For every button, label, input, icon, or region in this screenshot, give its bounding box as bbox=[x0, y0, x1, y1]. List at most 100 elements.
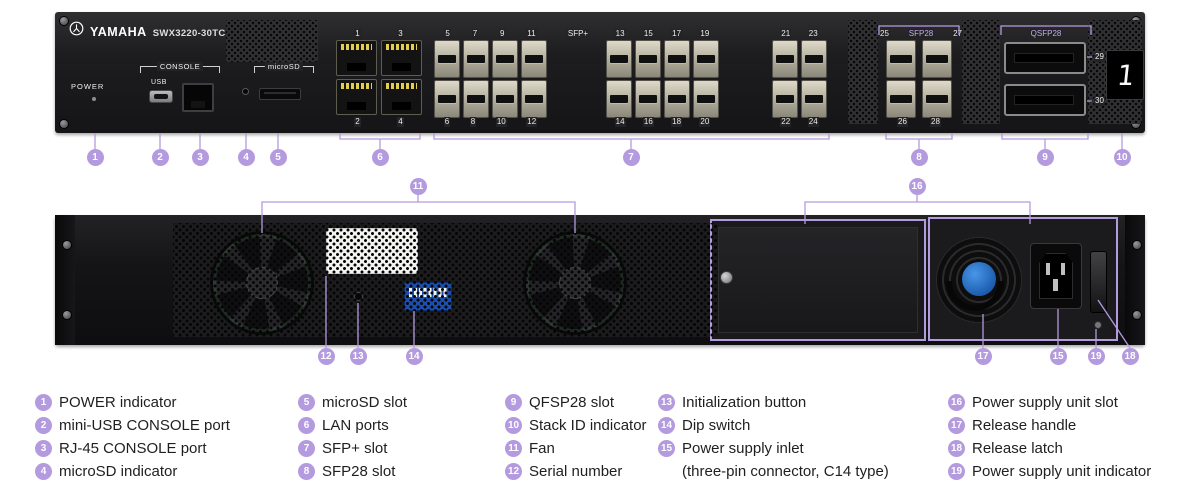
lan-port bbox=[381, 40, 422, 76]
port-number: 10 bbox=[495, 117, 507, 127]
callout-8: 8 bbox=[910, 149, 928, 166]
legend-label: Stack ID indicator bbox=[529, 417, 647, 434]
port-number: 5 bbox=[444, 29, 451, 39]
yamaha-logo-icon bbox=[69, 21, 84, 36]
brand-block: YAMAHA SWX3220-30TCs bbox=[69, 21, 231, 39]
qsfp28-header: QSFP28 bbox=[1001, 29, 1091, 39]
brand-name: YAMAHA bbox=[90, 25, 147, 39]
legend-label: Power supply unit slot bbox=[972, 394, 1118, 411]
lan-port bbox=[336, 40, 377, 76]
legend-item-15-continued: (three-pin connector, C14 type) bbox=[682, 463, 889, 480]
rack-ear bbox=[55, 215, 75, 345]
legend-label: Fan bbox=[529, 440, 555, 457]
callout-18: 18 bbox=[1121, 348, 1139, 365]
port-number: 29 bbox=[1094, 52, 1105, 62]
screw-icon bbox=[63, 241, 71, 249]
sfp-plus-port bbox=[635, 40, 661, 78]
port-number: 4 bbox=[397, 117, 404, 127]
port-number: 3 bbox=[397, 29, 404, 39]
qsfp28-label: QSFP28 bbox=[1029, 29, 1063, 39]
legend-number: 18 bbox=[948, 440, 965, 457]
callout-3: 3 bbox=[191, 149, 209, 166]
lan-port bbox=[336, 79, 377, 115]
rj45-console-port bbox=[182, 83, 214, 112]
sfp-plus-port bbox=[801, 80, 827, 118]
port-number: 25 bbox=[879, 29, 890, 39]
port-number: 12 bbox=[526, 117, 538, 127]
microsd-bracket: microSD bbox=[254, 62, 314, 73]
power-supply-unit bbox=[928, 217, 1118, 341]
rack-ear bbox=[1125, 215, 1145, 345]
power-label: POWER bbox=[71, 82, 105, 91]
callout-15: 15 bbox=[1049, 348, 1067, 365]
sfp-plus-port bbox=[463, 40, 489, 78]
port-number: 7 bbox=[471, 29, 479, 39]
screw-icon bbox=[1132, 120, 1140, 128]
callout-7: 7 bbox=[622, 149, 640, 166]
legend-number: 19 bbox=[948, 463, 965, 480]
screw-icon bbox=[60, 120, 68, 128]
callout-2: 2 bbox=[151, 149, 169, 166]
port-number: 9 bbox=[498, 29, 506, 39]
legend-number: 10 bbox=[505, 417, 522, 434]
callout-13: 13 bbox=[349, 348, 367, 365]
microsd-indicator bbox=[242, 88, 249, 95]
vent-grille bbox=[848, 20, 878, 124]
microsd-label: microSD bbox=[264, 62, 304, 71]
legend-label: (three-pin connector, C14 type) bbox=[682, 463, 889, 480]
legend-number: 11 bbox=[505, 440, 522, 457]
legend-number: 14 bbox=[658, 417, 675, 434]
legend-label: Serial number bbox=[529, 463, 623, 480]
sfp-plus-port bbox=[606, 80, 632, 118]
legend-label: Initialization button bbox=[682, 394, 807, 411]
sfp28-port bbox=[886, 40, 916, 78]
sfp-plus-port bbox=[521, 80, 547, 118]
sfp-plus-port bbox=[434, 80, 460, 118]
port-number: 6 bbox=[443, 117, 451, 127]
power-supply-unit-slot bbox=[710, 219, 926, 341]
port-number: 20 bbox=[699, 117, 711, 127]
sfp-plus-port bbox=[434, 40, 460, 78]
release-latch bbox=[1090, 251, 1107, 313]
port-number: 28 bbox=[930, 117, 941, 127]
sfp-plus-port bbox=[664, 80, 690, 118]
legend-label: microSD slot bbox=[322, 394, 408, 411]
sfp-plus-header: SFP+ bbox=[552, 29, 604, 39]
legend-number: 4 bbox=[35, 463, 52, 480]
screw-icon bbox=[1133, 241, 1141, 249]
sfp-plus-port bbox=[693, 40, 719, 78]
sfp-plus-port bbox=[772, 80, 798, 118]
port-number: 15 bbox=[642, 29, 654, 39]
callout-17: 17 bbox=[974, 348, 992, 365]
sfp-plus-port bbox=[801, 40, 827, 78]
power-supply-inlet bbox=[1030, 243, 1082, 309]
qsfp28-port bbox=[1004, 84, 1086, 116]
callout-10: 10 bbox=[1113, 149, 1131, 166]
legend-label: Release latch bbox=[972, 440, 1063, 457]
screw-icon bbox=[63, 311, 71, 319]
callout-5: 5 bbox=[269, 149, 287, 166]
legend-number: 17 bbox=[948, 417, 965, 434]
callout-14: 14 bbox=[405, 348, 423, 365]
screw-icon bbox=[60, 17, 68, 25]
front-panel: YAMAHA SWX3220-30TCs POWER CONSOLE USB m… bbox=[55, 12, 1145, 133]
callout-6: 6 bbox=[371, 149, 389, 166]
port-number: 1 bbox=[354, 29, 361, 39]
mini-usb-console-port bbox=[149, 90, 173, 103]
callout-4: 4 bbox=[237, 149, 255, 166]
sfp-plus-port bbox=[772, 40, 798, 78]
